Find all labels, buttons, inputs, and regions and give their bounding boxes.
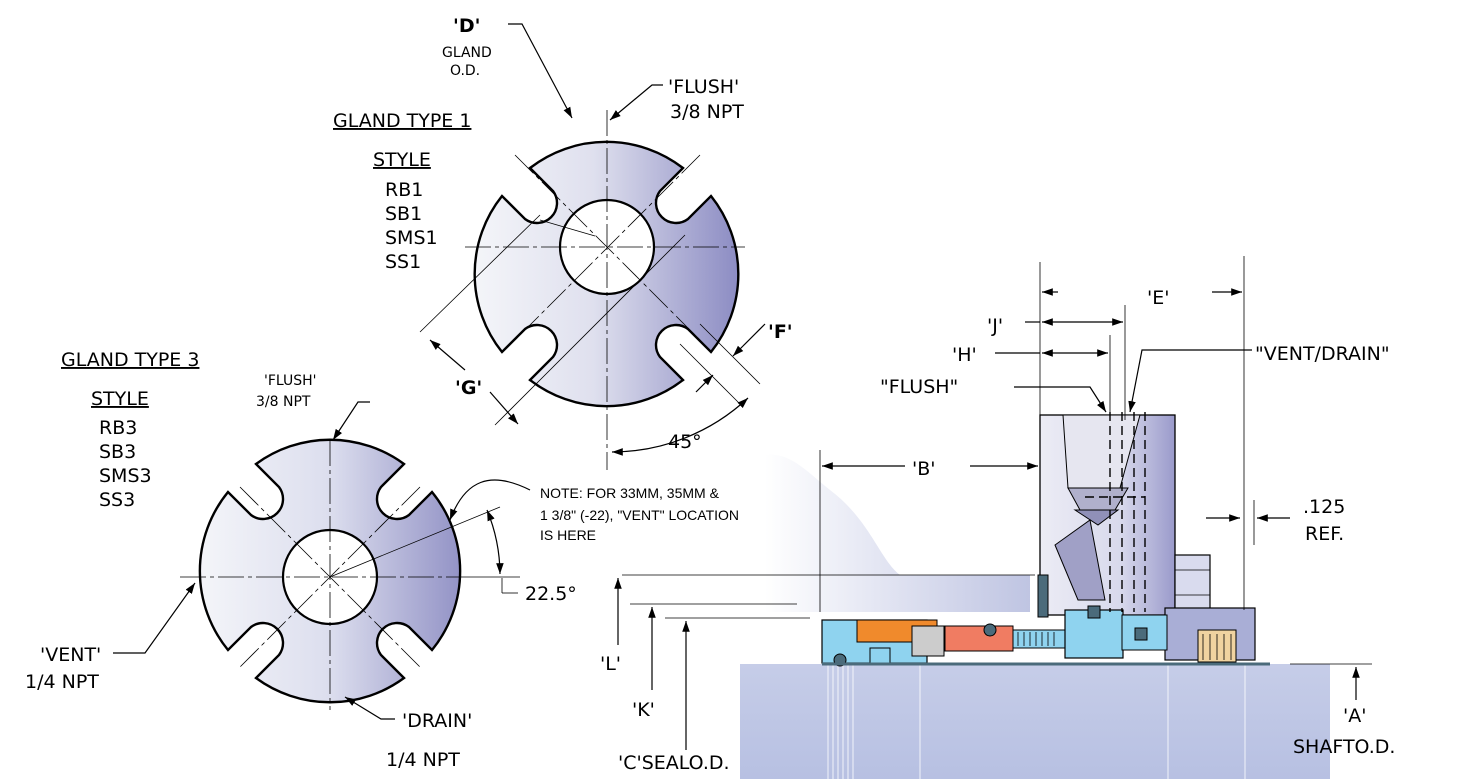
note-line-3: IS HERE (540, 527, 596, 543)
dim-h-label: 'H' (952, 344, 977, 366)
gland1-angle-label: 45° (668, 431, 702, 453)
dim-k-label: 'K' (632, 699, 655, 721)
dim-f-label: 'F' (768, 321, 793, 343)
dim-g-label: 'G' (455, 377, 482, 399)
gland3-style-heading: STYLE (91, 388, 149, 410)
gland-housing-section (821, 412, 1270, 667)
gland1-style-heading: STYLE (373, 149, 431, 171)
gland3-style-2: SB3 (99, 441, 136, 463)
gland-type-3-labels: GLAND TYPE 3 STYLE RB3 SB3 SMS3 SS3 'FLU… (25, 349, 739, 771)
note-line-1: NOTE: FOR 33MM, 35MM & (540, 485, 720, 501)
gland1-style-3: SMS1 (385, 227, 438, 249)
gland1-title: GLAND TYPE 1 (333, 110, 471, 132)
dim-l-label: 'L' (600, 653, 621, 675)
dim-j-label: 'J' (987, 315, 1003, 337)
gland1-flush-line2: 3/8 NPT (670, 101, 744, 123)
gland-type-3-view (113, 401, 531, 720)
gland3-angle-label: 22.5° (525, 583, 577, 605)
dim-b-label: 'B' (912, 458, 935, 480)
gland1-style-1: RB1 (385, 179, 423, 201)
dim-e-label: 'E' (1147, 287, 1169, 309)
gland1-style-2: SB1 (385, 203, 422, 225)
ref-value: .125 (1303, 496, 1345, 518)
gland3-flush-line1: 'FLUSH' (264, 373, 317, 389)
gland3-style-4: SS3 (99, 489, 135, 511)
vent-line1: 'VENT' (40, 644, 101, 666)
section-dimension-lines (614, 256, 1372, 750)
dim-a-label: 'A' (1343, 705, 1366, 727)
vent-drain-label: "VENT/DRAIN" (1255, 343, 1390, 365)
vent-line2: 1/4 NPT (25, 671, 99, 693)
gland1-style-4: SS1 (385, 251, 421, 273)
seal-od-label: 'C'SEALO.D. (618, 752, 730, 774)
note-line-2: 1 3/8" (-22), "VENT" LOCATION (540, 507, 739, 523)
ref-label: REF. (1305, 523, 1344, 545)
gland1-flush-line1: 'FLUSH' (668, 76, 739, 98)
gland-type-1-labels: 'D' GLAND O.D. 'FLUSH' 3/8 NPT GLAND TYP… (333, 15, 793, 453)
flush-label: "FLUSH" (880, 376, 958, 398)
gland3-flush-line2: 3/8 NPT (256, 394, 311, 410)
gland-type-1-view (419, 23, 766, 470)
drain-line2: 1/4 NPT (386, 749, 460, 771)
shaft-od-label: SHAFTO.D. (1293, 736, 1395, 758)
gland3-title: GLAND TYPE 3 (61, 349, 199, 371)
gland3-style-1: RB3 (99, 417, 137, 439)
gland3-style-3: SMS3 (99, 465, 152, 487)
drain-line1: 'DRAIN' (402, 710, 472, 732)
section-labels: 'E' 'J' 'H' "VENT/DRAIN" "FLUSH" 'B' .12… (600, 287, 1395, 774)
shaft-body (740, 454, 1330, 779)
dim-d-label: 'D' (453, 15, 480, 37)
dim-d-desc-line1: GLAND (442, 45, 492, 61)
dim-d-desc-line2: O.D. (450, 63, 480, 79)
